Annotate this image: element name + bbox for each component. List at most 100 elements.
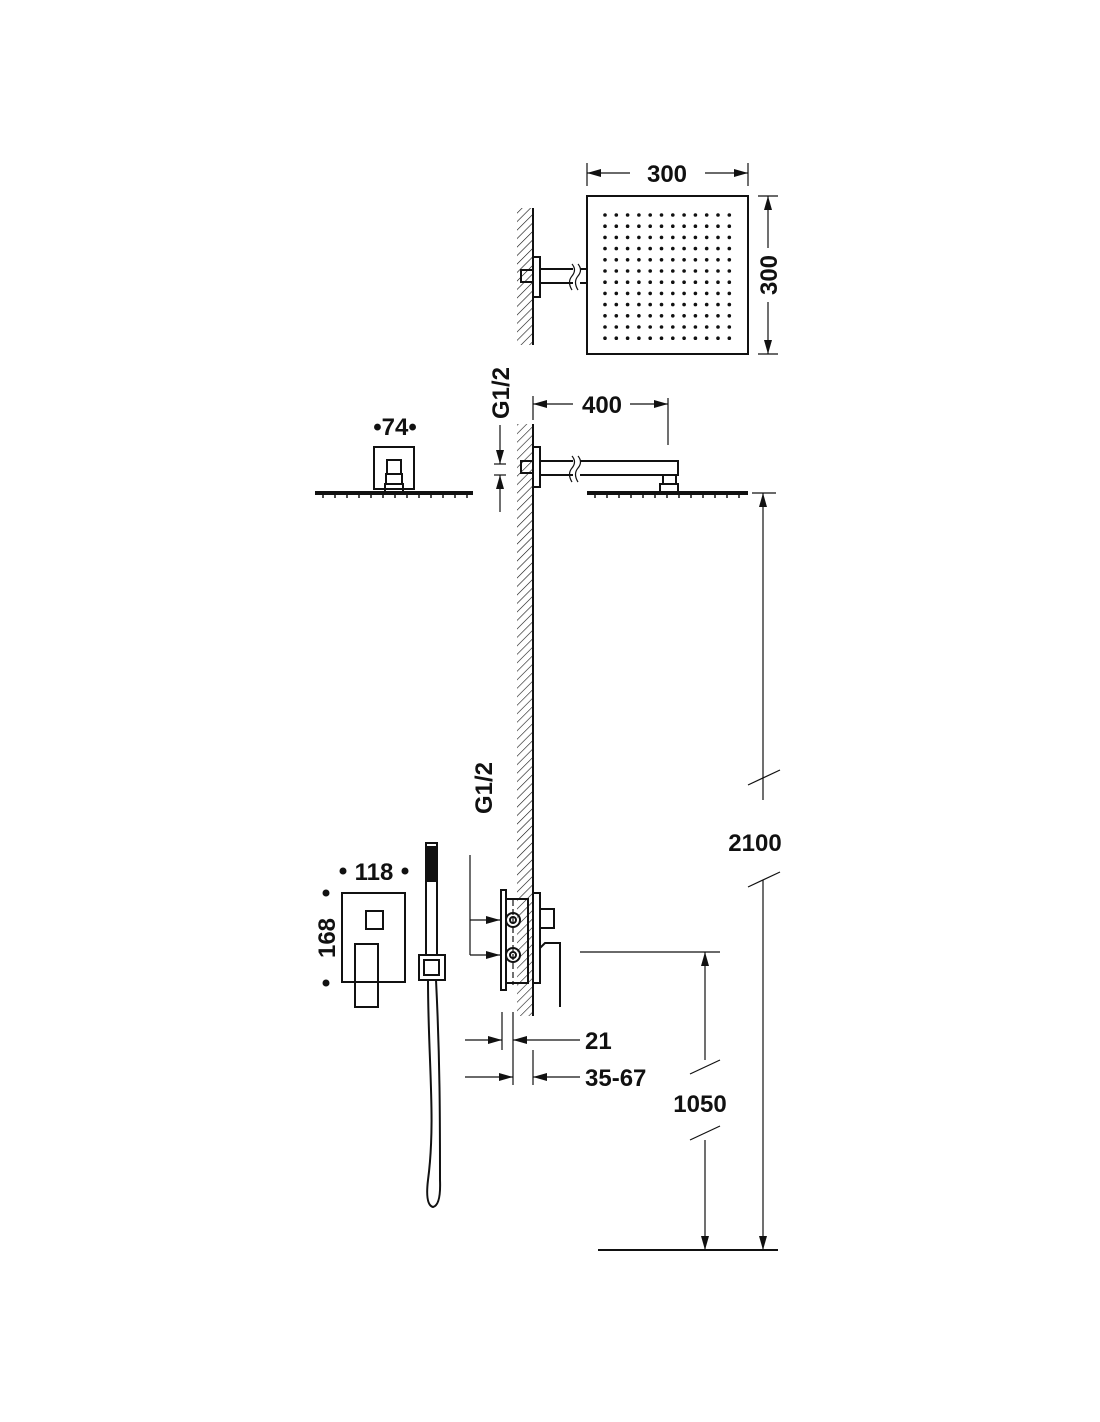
dim-inlet-mixer: G1/2 <box>471 762 498 814</box>
nozzle-dot <box>625 224 630 228</box>
mixer-front: 118 168 <box>314 859 409 1008</box>
nozzle-dot <box>603 280 607 285</box>
nozzle-dot <box>637 269 641 273</box>
wall-hatch <box>517 424 533 1016</box>
nozzle-dot <box>716 336 720 341</box>
nozzle-dot <box>614 302 619 307</box>
nozzle-dot <box>648 314 652 318</box>
nozzle-dot <box>614 325 619 329</box>
nozzle-dot <box>648 336 652 341</box>
nozzle-dot <box>625 291 630 296</box>
nozzle-dot <box>603 258 607 262</box>
nozzle-dot <box>659 291 664 296</box>
nozzle-dot <box>693 302 698 307</box>
nozzle-dot <box>693 258 698 262</box>
nozzle-dot <box>659 258 664 262</box>
dim-head-height: 2100 <box>728 830 781 857</box>
nozzle-dot <box>637 224 641 228</box>
nozzle-dot <box>716 269 720 273</box>
nozzle-dot <box>603 213 607 217</box>
nozzle-dot <box>704 336 709 341</box>
nozzle-dot <box>603 224 607 228</box>
nozzle-dot <box>704 224 709 228</box>
nozzle-dot <box>682 258 686 262</box>
dim-mixer-height-floor: 1050 <box>673 1091 726 1118</box>
nozzle-dot <box>637 213 641 217</box>
nozzle-dot <box>671 302 675 307</box>
nozzle-dot <box>603 269 607 273</box>
nozzle-dot <box>637 325 641 329</box>
nozzle-dot <box>716 302 720 307</box>
nozzle-dot <box>625 246 630 251</box>
nozzle-dot <box>659 269 664 273</box>
nozzle-dot <box>693 336 698 341</box>
wall-hatch <box>517 208 533 345</box>
nozzle-dot <box>659 314 664 318</box>
dim-arm-length: 400 <box>582 392 622 419</box>
nozzle-dot <box>637 314 641 318</box>
nozzle-dot <box>614 258 619 262</box>
nozzle-dot <box>603 291 607 296</box>
nozzle-dot <box>648 269 652 273</box>
nozzle-dot <box>614 224 619 228</box>
nozzle-dot <box>727 325 732 329</box>
nozzle-dot <box>625 336 630 341</box>
nozzle-dot <box>704 291 709 296</box>
nozzle-dot <box>727 302 732 307</box>
rain-head-square <box>586 195 749 355</box>
nozzle-dot <box>682 280 686 285</box>
nozzle-dot <box>614 291 619 296</box>
nozzle-dot <box>614 314 619 318</box>
nozzle-dot <box>659 325 664 329</box>
nozzle-dot <box>727 246 732 251</box>
nozzle-dot <box>716 258 720 262</box>
nozzle-dot <box>693 213 698 217</box>
dim-mixer-width: 118 <box>355 859 394 886</box>
nozzle-dot <box>671 280 675 285</box>
nozzle-dot <box>625 280 630 285</box>
nozzle-dot <box>614 246 619 251</box>
front-view-head: •74• <box>315 414 473 495</box>
nozzle-dot <box>603 314 607 318</box>
nozzle-dot <box>648 235 652 240</box>
nozzle-dot <box>682 269 686 273</box>
nozzle-dot <box>716 246 720 251</box>
nozzle-dot <box>648 213 652 217</box>
nozzle-dot <box>693 314 698 318</box>
nozzle-dot <box>637 246 641 251</box>
mixer-side: G1/2 21 35-67 <box>465 762 646 1092</box>
nozzle-dot <box>716 213 720 217</box>
nozzle-dot <box>648 280 652 285</box>
nozzle-dot <box>603 336 607 341</box>
nozzle-dot <box>637 291 641 296</box>
nozzle-dot <box>659 302 664 307</box>
nozzle-dot <box>671 314 675 318</box>
nozzle-dot <box>716 280 720 285</box>
nozzle-dot <box>637 235 641 240</box>
nozzle-dot <box>682 235 686 240</box>
nozzle-dot <box>671 224 675 228</box>
nozzle-dot <box>693 325 698 329</box>
nozzle-dot <box>727 280 732 285</box>
nozzle-dot <box>625 258 630 262</box>
nozzle-dot <box>671 291 675 296</box>
nozzle-dot <box>704 280 709 285</box>
nozzle-dot <box>716 291 720 296</box>
nozzle-dot <box>704 246 709 251</box>
nozzle-dot <box>704 213 709 217</box>
nozzle-dot <box>671 235 675 240</box>
nozzle-dot <box>625 269 630 273</box>
nozzle-dot <box>716 314 720 318</box>
nozzle-dot <box>704 325 709 329</box>
nozzle-dot <box>614 280 619 285</box>
nozzle-dot <box>716 235 720 240</box>
nozzle-dot <box>682 314 686 318</box>
hand-shower <box>418 842 446 1209</box>
nozzle-dot <box>625 302 630 307</box>
nozzle-dot <box>682 213 686 217</box>
nozzle-dot <box>704 314 709 318</box>
nozzle-dot <box>648 246 652 251</box>
nozzle-dot <box>727 213 732 217</box>
nozzle-dot <box>682 336 686 341</box>
nozzle-dot <box>693 246 698 251</box>
